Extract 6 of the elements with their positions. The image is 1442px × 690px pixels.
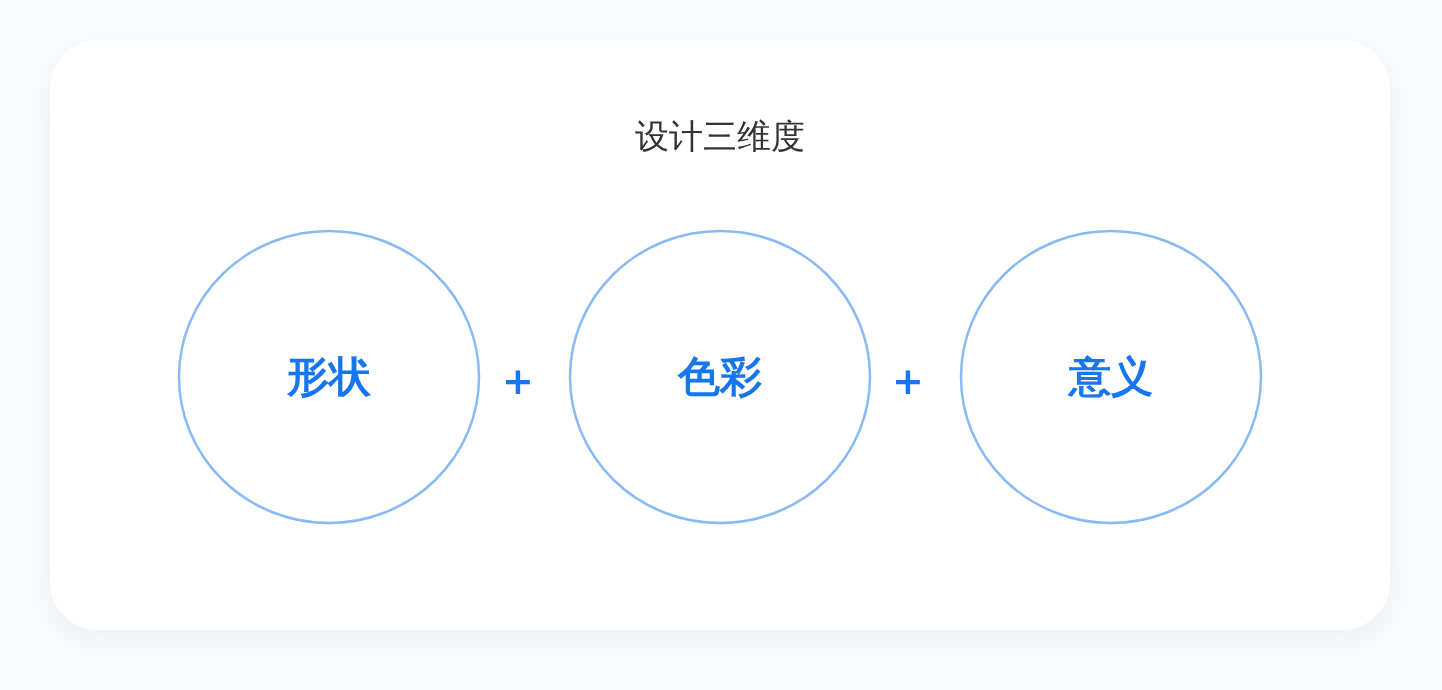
node-label: 形状 (287, 353, 371, 401)
plus-sign: + (891, 362, 925, 400)
node-label: 色彩 (678, 353, 762, 401)
diagram-title: 设计三维度 (634, 116, 806, 157)
node-label: 意义 (1069, 353, 1153, 401)
plus-sign: + (501, 362, 535, 400)
